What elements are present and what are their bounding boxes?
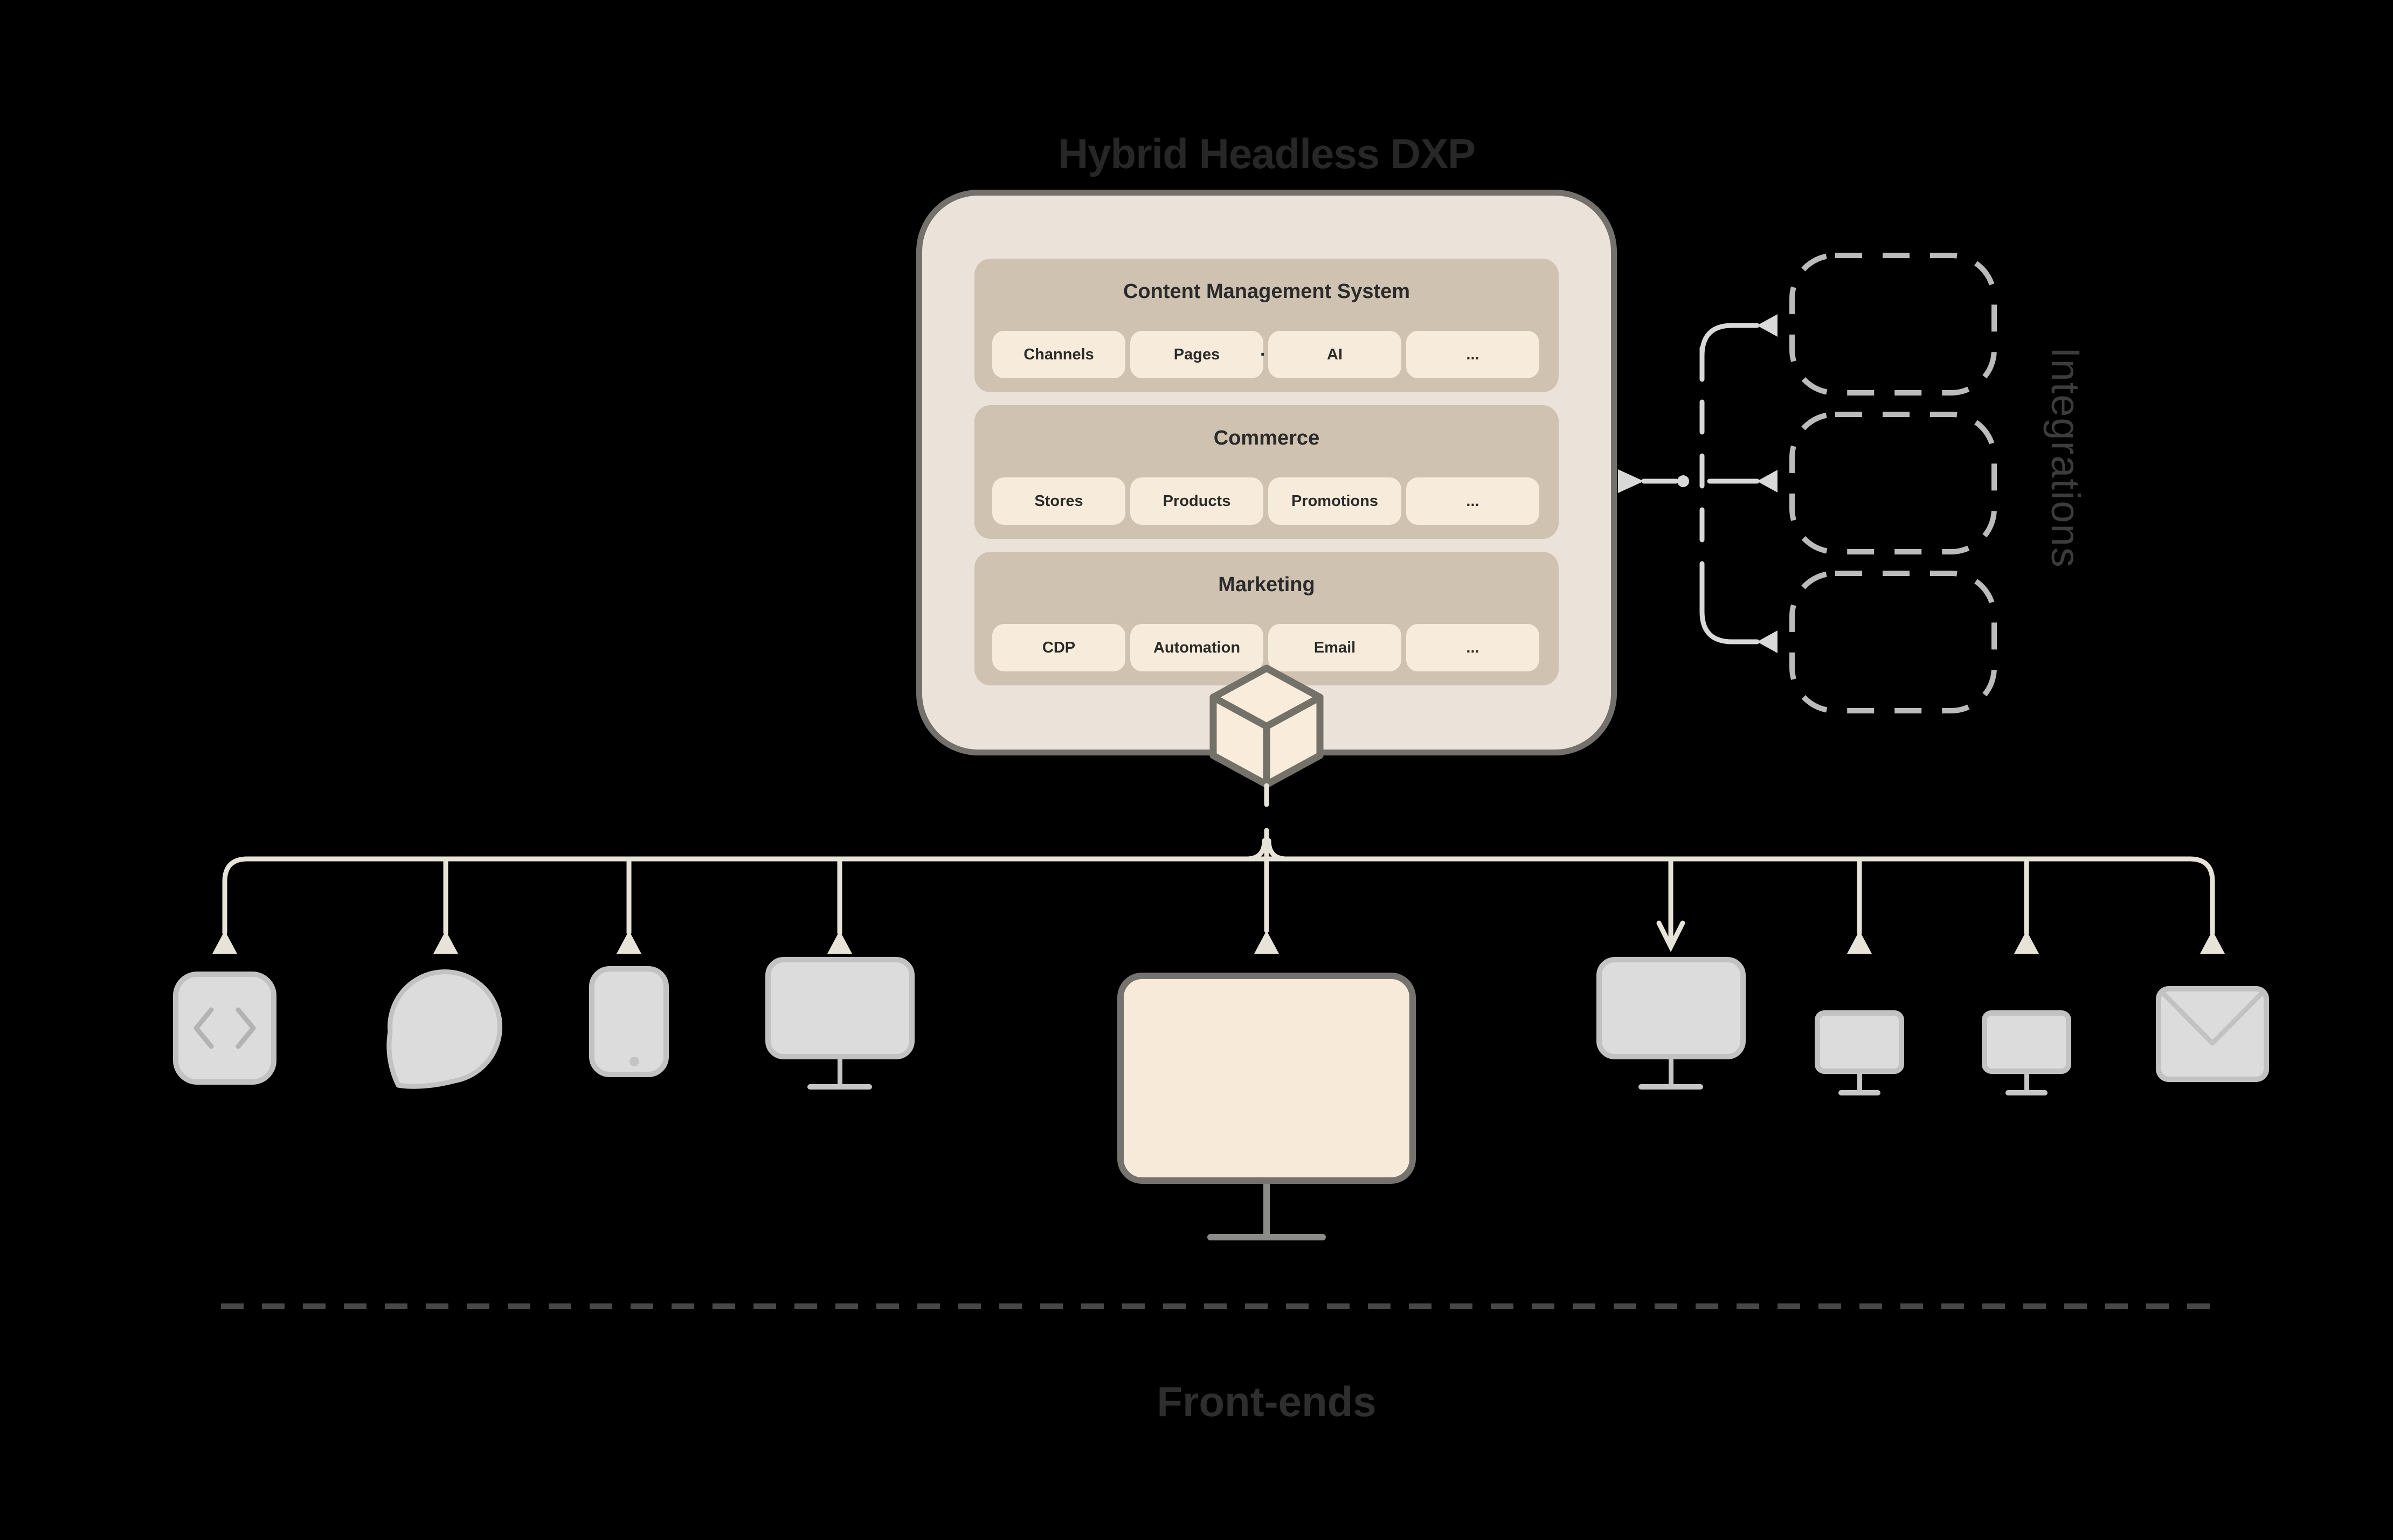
small-monitor-stand [2024, 1074, 2029, 1091]
diagram-title: Hybrid Headless DXP [1057, 130, 1476, 177]
marketing-panel-title: Marketing [1218, 573, 1315, 596]
commerce-panel-title: Commerce [1213, 427, 1320, 449]
monitor-stand-base [807, 1084, 872, 1090]
envelope-flap-icon [2161, 991, 2264, 1046]
stray-period: . [1260, 339, 1265, 360]
monitor-stand [838, 1059, 842, 1085]
email-envelope-icon [2156, 986, 2269, 1082]
storefront-monitor-stand-base [1207, 1234, 1326, 1240]
cms-panel: Content Management System Channels Pages… [974, 259, 1559, 392]
phone-home-dot [630, 1057, 639, 1066]
chip-promotions: Promotions [1268, 477, 1401, 525]
small-monitor-icon [1815, 1010, 1904, 1074]
integrations-label: Integrations [2043, 347, 2088, 568]
commerce-panel: Commerce Stores Products Promotions ... [974, 405, 1559, 539]
frontend-arrowheads [212, 931, 2225, 954]
integration-box [1789, 412, 1997, 554]
frontends-label: Front-ends [1157, 1378, 1377, 1425]
chip-ai: AI [1268, 331, 1401, 378]
integration-box [1789, 253, 1997, 396]
marketing-panel: Marketing CDP Automation Email ... [974, 552, 1559, 685]
arrowhead-into-platform [1618, 469, 1644, 493]
code-app-icon [173, 972, 276, 1085]
chip-channels: Channels [992, 331, 1125, 378]
chip-cms-more: ... [1406, 331, 1539, 378]
monitor-stand-base [1638, 1084, 1703, 1090]
integration-connectors [1618, 314, 1778, 653]
chip-pages: Pages [1130, 331, 1263, 378]
chip-commerce-more: ... [1406, 477, 1539, 525]
chip-cdp: CDP [992, 624, 1125, 671]
integration-boxes [1789, 253, 1997, 713]
chip-products: Products [1130, 477, 1263, 525]
small-monitor-stand-base [1838, 1090, 1880, 1095]
storefront-monitor-icon [1117, 973, 1416, 1184]
arrowhead-integration-top [1757, 314, 1778, 337]
small-monitor-stand [1857, 1074, 1862, 1091]
small-monitor-stand-base [2005, 1090, 2048, 1095]
chip-email: Email [1268, 624, 1401, 671]
chip-stores: Stores [992, 477, 1125, 525]
monitor-stand [1669, 1059, 1673, 1085]
arrowhead-integration-bottom [1757, 630, 1778, 653]
chip-marketing-more: ... [1406, 624, 1539, 671]
mobile-phone-icon [589, 966, 669, 1077]
arrowhead-chevron-down [1656, 920, 1685, 953]
storefront-monitor-stand [1263, 1184, 1270, 1235]
integration-box [1789, 571, 1997, 713]
small-monitor-icon [1982, 1010, 2071, 1074]
code-brackets-icon [193, 1007, 256, 1049]
connector-dot [1677, 475, 1689, 487]
chat-bubble-icon [386, 969, 503, 1089]
cms-panel-title: Content Management System [1123, 280, 1410, 303]
desktop-monitor-icon [765, 957, 915, 1059]
chip-automation: Automation [1130, 624, 1263, 671]
arrowhead-integration-mid [1757, 470, 1778, 492]
frontend-bus [222, 783, 2215, 953]
desktop-monitor-icon [1596, 957, 1746, 1059]
